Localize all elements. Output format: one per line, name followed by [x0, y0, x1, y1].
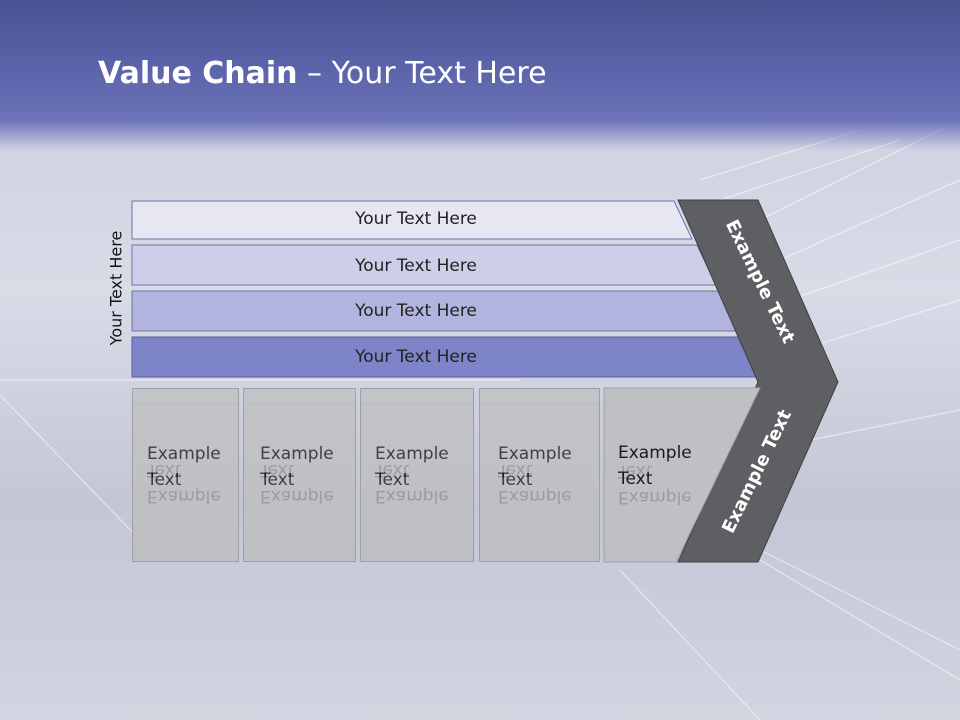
box-2-line1: Example	[260, 444, 334, 464]
box-5-text: Example Text	[618, 440, 692, 492]
chevron-arrow	[677, 199, 839, 563]
box-3-line1: Example	[375, 444, 449, 464]
box-5-line1: Example	[618, 443, 692, 463]
box-3: Example Text	[360, 388, 474, 562]
box-4-text: Example Text	[498, 441, 572, 493]
box-1-line2: Text	[147, 470, 182, 490]
box-1: Example Text	[132, 388, 239, 562]
box-5-line2: Text	[618, 469, 653, 489]
box-5-shape	[603, 387, 761, 563]
box-4-line2: Text	[498, 470, 533, 490]
box-2: Example Text	[243, 388, 356, 562]
bar-2-label: Your Text Here	[355, 256, 477, 276]
box-5: Example Text	[604, 388, 704, 562]
box-4-line1: Example	[498, 444, 572, 464]
box-3-text: Example Text	[375, 441, 449, 493]
header-band	[0, 0, 960, 150]
bar-3-label: Your Text Here	[355, 301, 477, 321]
box-2-text: Example Text	[260, 441, 334, 493]
bar-4-label: Your Text Here	[355, 347, 477, 367]
box-3-line2: Text	[375, 470, 410, 490]
bar-1-label: Your Text Here	[355, 209, 477, 229]
title-bold: Value Chain	[98, 56, 298, 91]
box-2-line2: Text	[260, 470, 295, 490]
slide-title: Value Chain – Your Text Here	[98, 54, 547, 94]
box-1-text: Example Text	[147, 441, 221, 493]
box-1-line1: Example	[147, 444, 221, 464]
title-rest: – Your Text Here	[297, 56, 547, 91]
box-4: Example Text	[479, 388, 600, 562]
bar-1	[131, 200, 693, 240]
